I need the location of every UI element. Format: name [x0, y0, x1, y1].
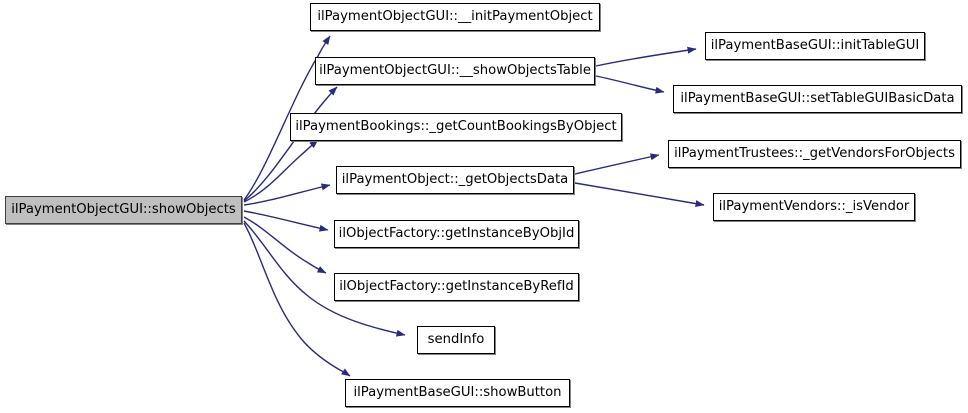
- graph-node-setTableGUIBasicData[interactable]: ilPaymentBaseGUI::setTableGUIBasicData: [673, 85, 962, 113]
- graph-node-getInstanceByObjId[interactable]: ilObjectFactory::getInstanceByObjId: [334, 220, 579, 248]
- graph-node-label: ilPaymentObject::_getObjectsData: [341, 172, 569, 188]
- graph-edge-showObjects-to-getInstanceByObjId: [243, 210, 329, 232]
- graph-node-showObjectsTable[interactable]: ilPaymentObjectGUI::__showObjectsTable: [315, 57, 595, 85]
- graph-node-getCountBookingsByObject[interactable]: ilPaymentBookings::_getCountBookingsByOb…: [290, 113, 622, 141]
- graph-node-label: ilPaymentTrustees::_getVendorsForObjects: [674, 146, 955, 162]
- graph-edge-showObjects-to-showObjectsTable: [243, 86, 338, 202]
- graph-node-label: ilPaymentBaseGUI::showButton: [353, 385, 562, 401]
- graph-node-initPaymentObject[interactable]: ilPaymentObjectGUI::__initPaymentObject: [310, 3, 600, 31]
- graph-node-label: ilPaymentObjectGUI::__initPaymentObject: [317, 9, 593, 25]
- graph-node-label: ilObjectFactory::getInstanceByObjId: [338, 226, 575, 242]
- graph-node-getInstanceByRefId[interactable]: ilObjectFactory::getInstanceByRefId: [334, 273, 579, 301]
- graph-edge-getObjectsData-to-isVendor: [574, 182, 705, 207]
- graph-node-label: ilObjectFactory::getInstanceByRefId: [339, 279, 574, 295]
- graph-node-label: ilPaymentVendors::_isVendor: [718, 199, 910, 215]
- graph-edge-getObjectsData-to-getVendorsForObjects: [574, 153, 660, 175]
- graph-node-getVendorsForObjects[interactable]: ilPaymentTrustees::_getVendorsForObjects: [668, 140, 961, 168]
- edges-group: [243, 35, 705, 377]
- graph-node-label: sendInfo: [427, 332, 485, 348]
- graph-node-showObjects[interactable]: ilPaymentObjectGUI::showObjects: [5, 196, 242, 224]
- graph-edge-showObjects-to-getCountBookingsByObject: [243, 139, 319, 203]
- graph-edge-showObjects-to-getObjectsData: [243, 183, 331, 206]
- graph-node-showButton[interactable]: ilPaymentBaseGUI::showButton: [345, 379, 570, 407]
- graph-edge-showObjectsTable-to-initTableGUI: [595, 46, 697, 67]
- graph-node-label: ilPaymentObjectGUI::__showObjectsTable: [319, 63, 591, 79]
- graph-node-getObjectsData[interactable]: ilPaymentObject::_getObjectsData: [336, 166, 574, 194]
- graph-node-label: ilPaymentBaseGUI::setTableGUIBasicData: [680, 91, 955, 107]
- graph-node-label: ilPaymentObjectGUI::showObjects: [11, 202, 236, 218]
- graph-node-sendInfo[interactable]: sendInfo: [417, 326, 495, 354]
- graph-node-label: ilPaymentBookings::_getCountBookingsByOb…: [295, 119, 617, 135]
- graph-node-isVendor[interactable]: ilPaymentVendors::_isVendor: [713, 193, 915, 221]
- graph-node-initTableGUI[interactable]: ilPaymentBaseGUI::initTableGUI: [705, 32, 925, 60]
- graph-edge-showObjectsTable-to-setTableGUIBasicData: [595, 75, 665, 94]
- graph-edge-showObjects-to-getInstanceByRefId: [243, 216, 327, 274]
- graph-node-label: ilPaymentBaseGUI::initTableGUI: [710, 38, 920, 54]
